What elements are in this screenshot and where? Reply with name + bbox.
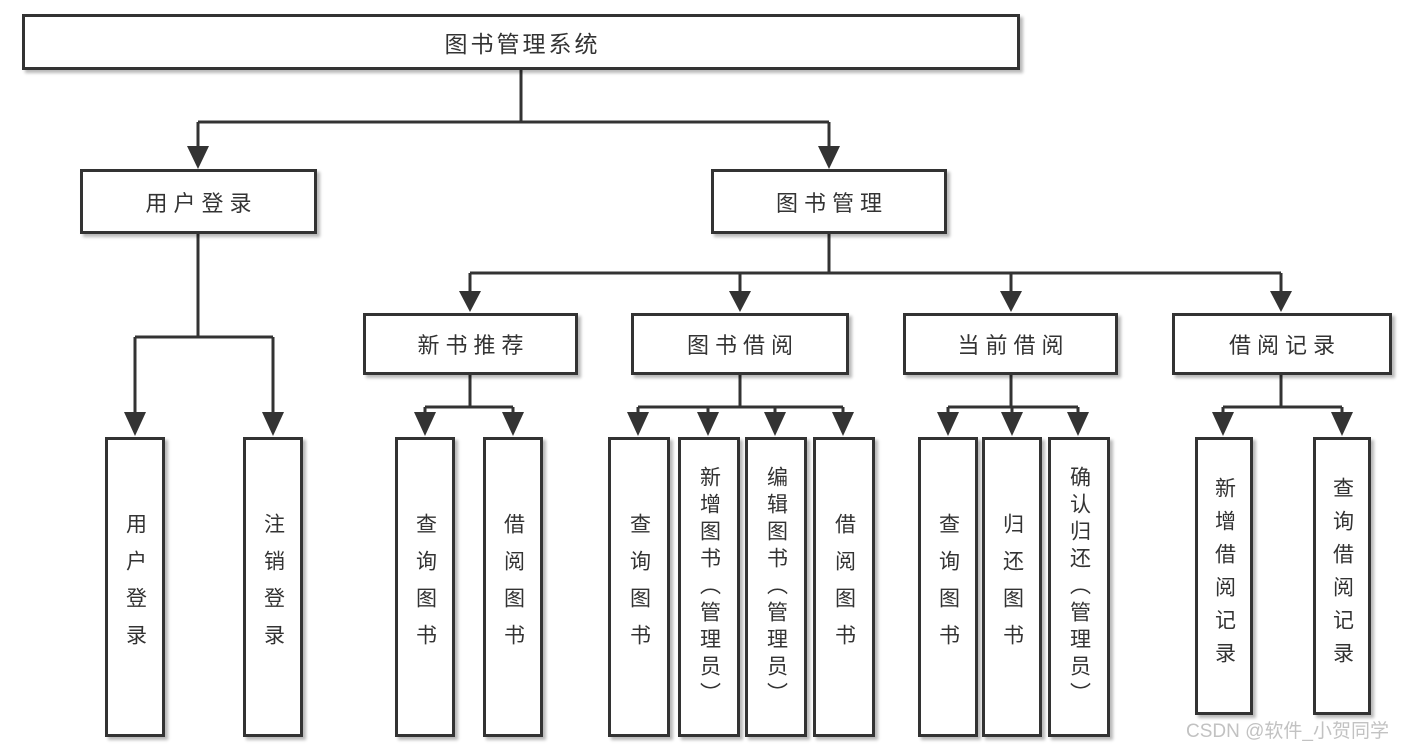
node-borrow-records: 借阅记录: [1172, 313, 1392, 375]
leaf-label: 新增借阅记录: [1212, 477, 1236, 675]
arrowhead: [1331, 412, 1353, 436]
arrowhead: [459, 291, 481, 312]
node-book-borrow: 图书借阅: [631, 313, 849, 375]
arrowhead: [832, 412, 854, 436]
connector-root-to-level1: [196, 70, 831, 150]
arrowhead: [729, 291, 751, 312]
connector-borrow-records-to-leaves: [1221, 375, 1344, 416]
leaf-current-query-books: 查询图书: [918, 437, 978, 737]
connector-new-book-to-leaves: [423, 375, 515, 416]
leaf-label: 查询借阅记录: [1330, 477, 1354, 675]
arrowhead: [1067, 412, 1089, 436]
node-label: 当前借阅: [957, 333, 1070, 358]
node-library-system: 图书管理系统: [22, 14, 1020, 70]
leaf-label: 注销登录: [261, 513, 285, 661]
arrowhead: [1270, 291, 1292, 312]
arrowhead: [262, 412, 284, 436]
leaf-label: 新增图书（管理员）: [697, 465, 721, 709]
leaf-label: 借阅图书: [501, 513, 525, 661]
arrowhead: [1000, 291, 1022, 312]
leaf-label: 编辑图书（管理员）: [764, 465, 788, 709]
connector-current-borrow-to-leaves: [946, 375, 1080, 416]
node-book-management: 图书管理: [711, 169, 947, 234]
leaf-return-books: 归还图书: [982, 437, 1042, 737]
watermark: CSDN @软件_小贺同学: [1186, 721, 1389, 742]
leaf-add-books-admin: 新增图书（管理员）: [678, 437, 740, 737]
arrowhead: [1001, 412, 1023, 436]
leaf-new-book-borrow-books: 借阅图书: [483, 437, 543, 737]
arrowhead: [627, 412, 649, 436]
connector-book-borrow-to-leaves: [636, 375, 845, 416]
leaf-label: 确认归还（管理员）: [1067, 465, 1091, 709]
leaf-label: 查询图书: [627, 513, 651, 661]
leaf-label: 借阅图书: [832, 513, 856, 661]
node-label: 图书借阅: [686, 333, 799, 358]
arrowhead: [124, 412, 146, 436]
arrowhead: [764, 412, 786, 436]
arrowhead: [818, 146, 840, 169]
leaf-new-book-query-books: 查询图书: [395, 437, 455, 737]
leaf-borrow-books: 借阅图书: [813, 437, 875, 737]
leaf-label: 查询图书: [936, 513, 960, 661]
leaf-label: 查询图书: [413, 513, 437, 661]
node-label: 用户登录: [145, 190, 258, 216]
node-new-book-recommend: 新书推荐: [363, 313, 578, 375]
connector-user-login-to-leaves: [133, 234, 275, 416]
node-label: 借阅记录: [1228, 333, 1341, 358]
node-current-borrow: 当前借阅: [903, 313, 1118, 375]
node-user-login: 用户登录: [80, 169, 317, 234]
node-label: 新书推荐: [417, 333, 530, 358]
leaf-label: 归还图书: [1000, 513, 1024, 661]
leaf-logout: 注销登录: [243, 437, 303, 737]
node-label: 图书管理系统: [444, 31, 601, 57]
connector-book-management-to-level2: [468, 234, 1283, 294]
arrowhead: [937, 412, 959, 436]
leaf-add-borrow-record: 新增借阅记录: [1195, 437, 1253, 715]
leaf-confirm-return-admin: 确认归还（管理员）: [1048, 437, 1110, 737]
arrowhead: [414, 412, 436, 436]
arrowheads: [124, 146, 1353, 436]
arrowhead: [697, 412, 719, 436]
arrowhead: [187, 146, 209, 169]
leaf-edit-books-admin: 编辑图书（管理员）: [745, 437, 807, 737]
leaf-borrow-query-books: 查询图书: [608, 437, 670, 737]
leaf-label: 用户登录: [123, 513, 147, 661]
node-label: 图书管理: [775, 190, 888, 216]
arrowhead: [502, 412, 524, 436]
leaf-query-borrow-record: 查询借阅记录: [1313, 437, 1371, 715]
leaf-user-login: 用户登录: [105, 437, 165, 737]
arrowhead: [1212, 412, 1234, 436]
